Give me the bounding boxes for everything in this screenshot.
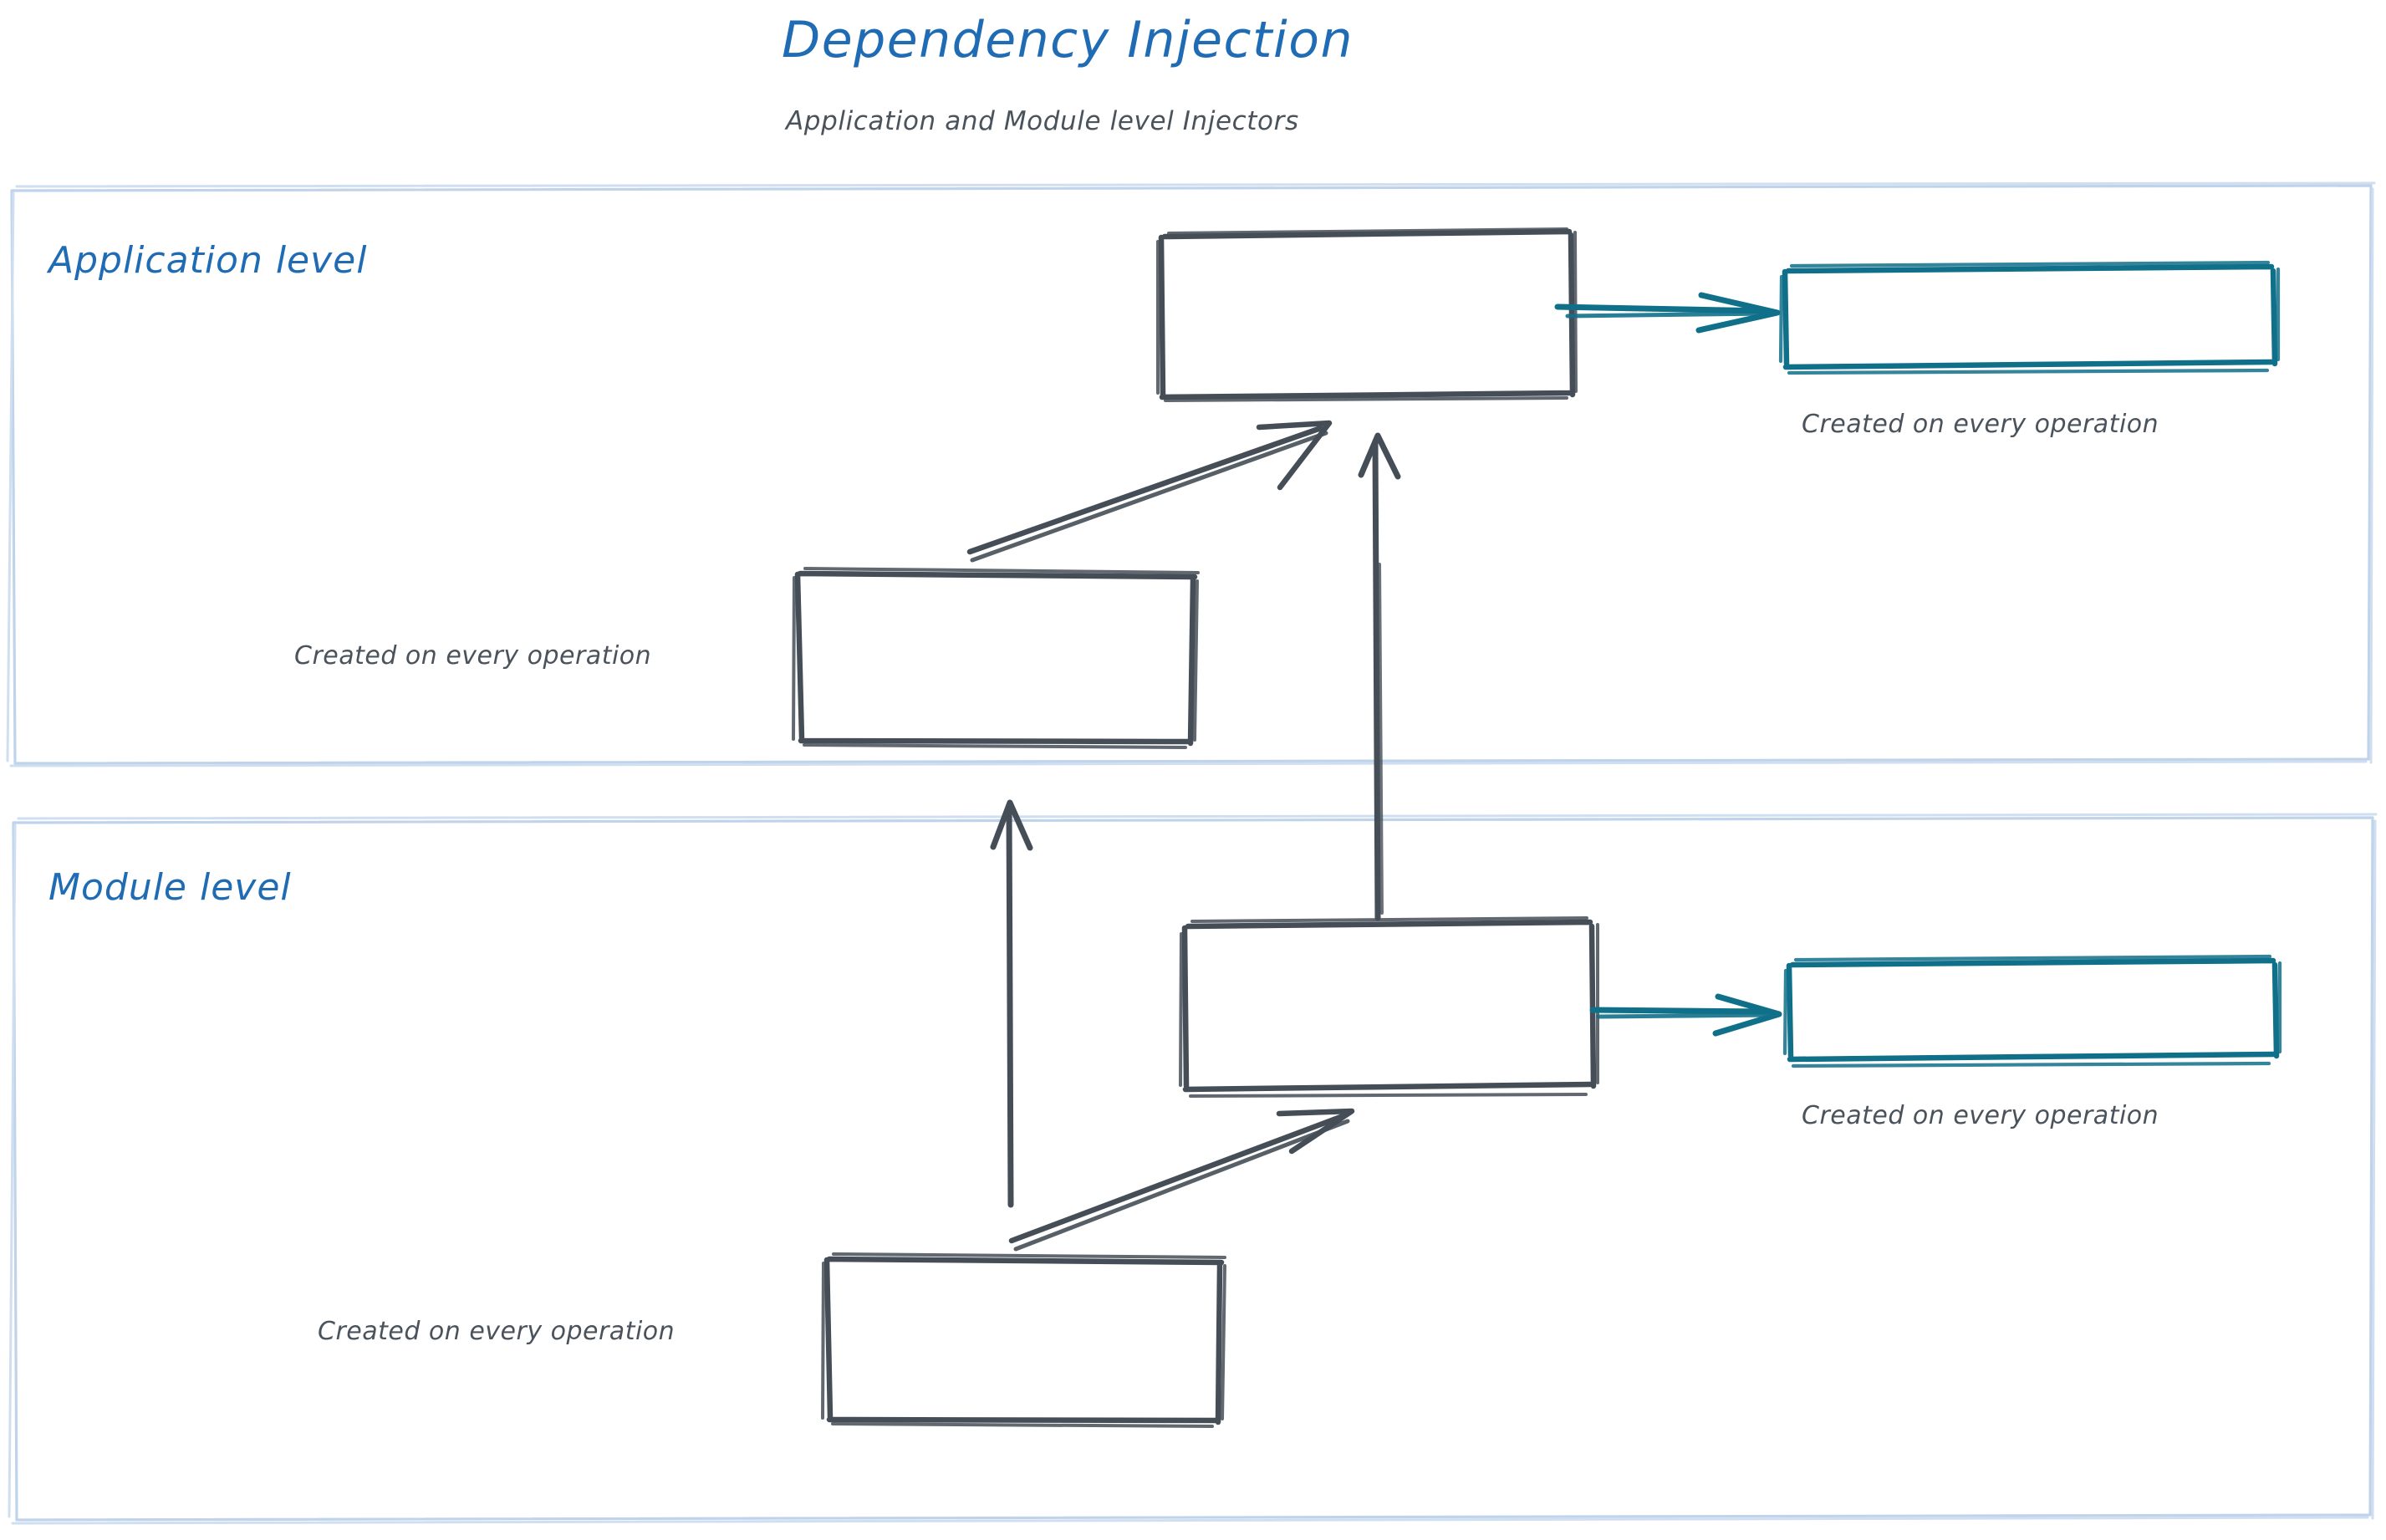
- edge-app-operation-to-app-singleton: [966, 420, 1333, 563]
- node-application-operation-shape[interactable]: [792, 567, 1200, 749]
- edge-module-operation-to-module-singleton: [1008, 1108, 1355, 1252]
- note-application-operation: Created on every operation: [294, 641, 652, 671]
- page-subtitle: Application and Module level Injectors: [786, 106, 1299, 136]
- node-application-execution-context-shape[interactable]: [1778, 260, 2281, 375]
- note-module-operation: Created on every operation: [318, 1317, 676, 1346]
- node-module-singleton-shape[interactable]: [1179, 916, 1599, 1098]
- node-module-execution-context-shape[interactable]: [1782, 954, 2282, 1068]
- note-module-execution-context: Created on every operation: [1802, 1101, 2159, 1130]
- section-label-application-level: Application level: [48, 239, 368, 282]
- note-application-execution-context: Created on every operation: [1802, 410, 2159, 439]
- edge-module-singleton-to-app-singleton: [1358, 432, 1401, 921]
- edge-app-singleton-to-app-context: [1554, 292, 1781, 334]
- node-application-singleton-shape[interactable]: [1156, 227, 1578, 402]
- page-title: Dependency Injection: [782, 11, 1354, 69]
- section-frame-application-level: [6, 181, 2376, 767]
- edge-module-singleton-to-module-context: [1589, 993, 1782, 1037]
- section-label-module-level: Module level: [48, 866, 292, 909]
- node-module-operation-shape[interactable]: [821, 1252, 1226, 1428]
- edge-module-operation-to-app-operation: [990, 799, 1033, 1208]
- section-frame-module-level: [8, 813, 2378, 1525]
